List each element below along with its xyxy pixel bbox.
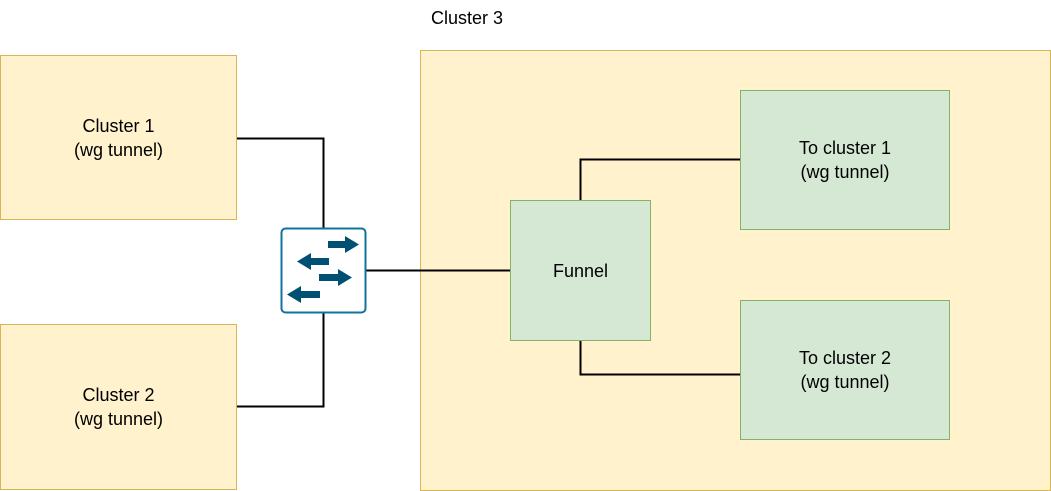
to-cluster1-label-line1: To cluster 1: [798, 138, 892, 158]
network-switch-icon: [280, 227, 367, 314]
to-cluster2-label-line2: (wg tunnel): [800, 372, 890, 392]
to-cluster1-label-line2: (wg tunnel): [800, 162, 890, 182]
edge-funnel-to-cluster2: [579, 341, 740, 376]
to-cluster2-label: To cluster 2 (wg tunnel): [740, 300, 950, 440]
cluster2-label: Cluster 2 (wg tunnel): [0, 324, 237, 490]
to-cluster2-label-line1: To cluster 2: [798, 348, 892, 368]
cluster3-title: Cluster 3: [431, 8, 504, 28]
cluster1-label-line2: (wg tunnel): [73, 139, 164, 160]
funnel-label-line1: Funnel: [552, 260, 609, 281]
cluster1-label-line1: Cluster 1: [82, 115, 155, 136]
edge-cluster2-to-switch: [237, 313, 325, 408]
cluster2-label-line1: Cluster 2: [82, 385, 155, 405]
edge-cluster1-to-switch: [237, 137, 325, 229]
cluster2-label-line2: (wg tunnel): [73, 409, 164, 429]
to-cluster2-node: [740, 300, 950, 440]
cluster2-node: [0, 324, 237, 490]
cluster1-node: [0, 55, 237, 220]
funnel-label: Funnel: [510, 200, 651, 341]
to-cluster1-node: [740, 90, 950, 230]
edge-funnel-to-cluster1: [579, 158, 740, 200]
cluster1-label: Cluster 1 (wg tunnel): [0, 55, 237, 220]
to-cluster1-label: To cluster 1 (wg tunnel): [740, 90, 950, 230]
funnel-node: [510, 200, 651, 341]
